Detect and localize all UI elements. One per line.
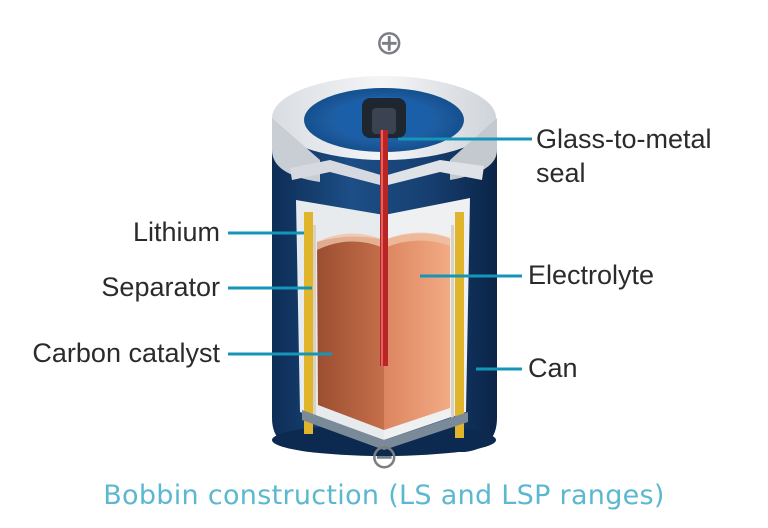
label-carbon-catalyst: Carbon catalyst <box>32 338 220 368</box>
positive-terminal-symbol: ⊕ <box>375 23 404 63</box>
electrolyte-body <box>384 233 450 430</box>
diagram-caption: Bobbin construction (LS and LSP ranges) <box>103 480 665 511</box>
lithium-strip-right <box>455 212 464 438</box>
label-can: Can <box>528 353 578 383</box>
label-separator: Separator <box>101 272 220 302</box>
electrode-pin <box>380 130 388 366</box>
lithium-strip-left <box>304 212 313 434</box>
label-glass-to-metal-seal-line2: seal <box>536 158 586 188</box>
separator-left <box>313 225 316 420</box>
bottom-insulator <box>302 410 468 450</box>
carbon-catalyst-body <box>317 236 384 430</box>
electrode-pin-highlight <box>381 130 383 366</box>
label-lithium: Lithium <box>132 217 220 247</box>
label-electrolyte: Electrolyte <box>528 260 655 290</box>
negative-terminal-symbol: ⊖ <box>370 437 399 477</box>
cap-section-right <box>384 160 484 186</box>
separator-right <box>451 225 454 420</box>
cap-section-left <box>290 160 384 186</box>
label-glass-to-metal-seal-line1: Glass-to-metal <box>536 124 712 154</box>
terminal-pin-inner <box>372 108 396 134</box>
leader-lines <box>228 137 532 371</box>
